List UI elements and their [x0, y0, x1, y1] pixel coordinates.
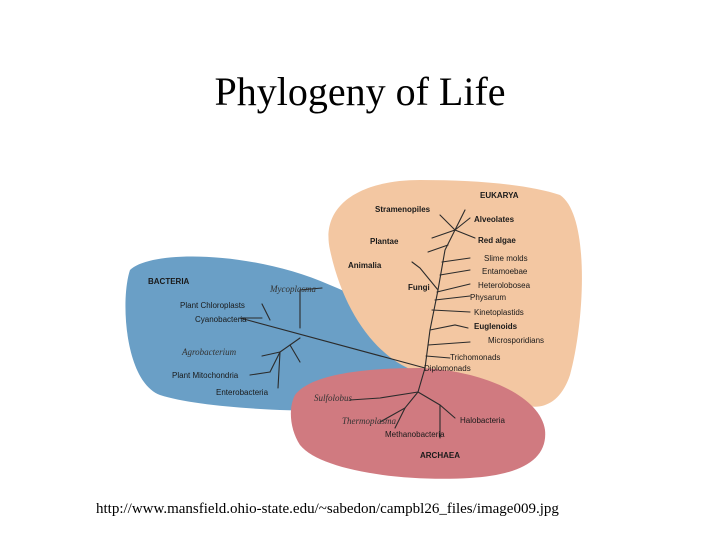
label-mycoplasma: Mycoplasma	[269, 284, 316, 294]
domain-label-archaea: ARCHAEA	[420, 451, 460, 460]
label-plant-chloroplasts: Plant Chloroplasts	[180, 301, 245, 310]
label-plantae: Plantae	[370, 237, 399, 246]
label-diplomonads: Diplomonads	[424, 364, 471, 373]
label-alveolates: Alveolates	[474, 215, 515, 224]
label-euglenoids: Euglenoids	[474, 322, 518, 331]
label-thermoplasma: Thermoplasma	[342, 416, 397, 426]
label-entamoebae: Entamoebae	[482, 267, 528, 276]
label-trichomonads: Trichomonads	[450, 353, 500, 362]
label-red-algae: Red algae	[478, 236, 516, 245]
label-agrobacterium: Agrobacterium	[181, 347, 237, 357]
label-halobacteria: Halobacteria	[460, 416, 505, 425]
label-cyanobacteria: Cyanobacteria	[195, 315, 247, 324]
domain-label-eukarya: EUKARYA	[480, 191, 519, 200]
label-microsporidians: Microsporidians	[488, 336, 544, 345]
label-heterolobosea: Heterolobosea	[478, 281, 531, 290]
label-plant-mitochondria: Plant Mitochondria	[172, 371, 239, 380]
domain-label-bacteria: BACTERIA	[148, 277, 190, 286]
source-url: http://www.mansfield.ohio-state.edu/~sab…	[96, 501, 559, 518]
label-slime-molds: Slime molds	[484, 254, 528, 263]
label-methanobacteria: Methanobacteria	[385, 430, 445, 439]
label-kinetoplastids: Kinetoplastids	[474, 308, 524, 317]
label-physarum: Physarum	[470, 293, 506, 302]
label-fungi: Fungi	[408, 283, 430, 292]
label-animalia: Animalia	[348, 261, 382, 270]
label-enterobacteria: Enterobacteria	[216, 388, 269, 397]
label-sulfolobus: Sulfolobus	[314, 393, 353, 403]
label-stramenopiles: Stramenopiles	[375, 205, 431, 214]
